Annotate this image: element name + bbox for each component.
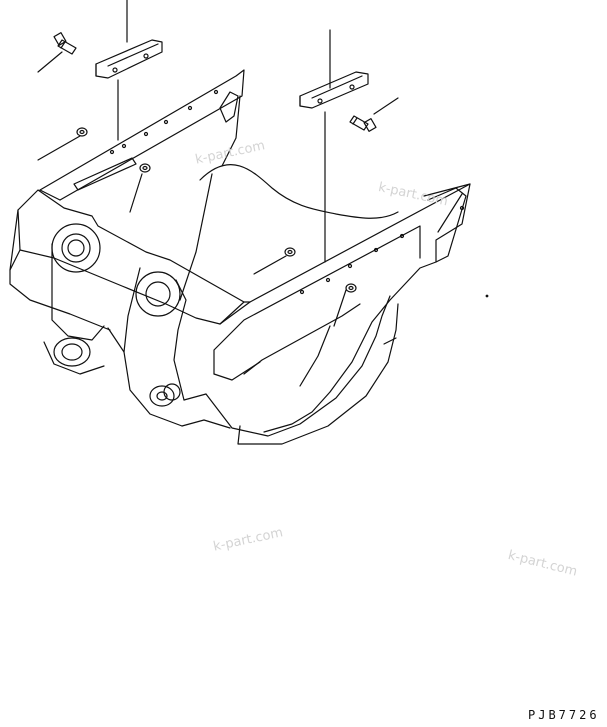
side-cutter-left [95, 39, 163, 79]
bolt-left [53, 32, 77, 55]
dot-mark [485, 294, 489, 298]
washers [76, 127, 357, 293]
drawing-code: PJB7726 [528, 708, 600, 722]
side-cutter-right [299, 71, 369, 109]
bolt-right [349, 115, 377, 132]
leader-lines [37, 0, 399, 327]
bucket-body [9, 69, 471, 445]
